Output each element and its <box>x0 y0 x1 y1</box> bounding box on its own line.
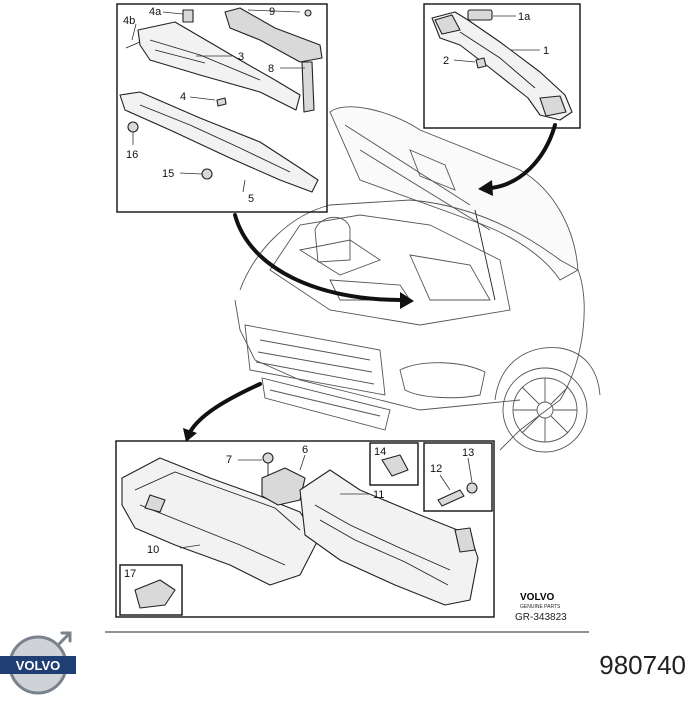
part-4-shape <box>216 97 227 107</box>
detail-box-top-left: 4b 4a 3 4 9 8 16 15 5 <box>116 3 328 213</box>
part-16-shape <box>127 121 139 133</box>
part-8-shape <box>301 61 315 113</box>
callout-16: 16 <box>126 149 138 161</box>
callout-14: 14 <box>374 446 386 458</box>
part-15-shape <box>201 168 213 180</box>
part-14-shape <box>381 454 409 477</box>
volvo-stamp: VOLVO GENUINE PARTS GR-343823 <box>515 592 567 623</box>
callout-12: 12 <box>430 463 442 475</box>
logo-text: VOLVO <box>16 658 61 673</box>
part-10-shape <box>121 457 319 586</box>
stamp-ref: GR-343823 <box>515 612 567 623</box>
part-17-shape <box>134 579 176 609</box>
callout-4: 4 <box>180 91 186 103</box>
volvo-logo: VOLVO <box>0 631 76 695</box>
part-4a-shape <box>182 9 194 23</box>
callout-7: 7 <box>226 454 232 466</box>
part-1-shape <box>431 11 573 121</box>
detail-box-bottom: 7 6 10 11 14 12 13 17 <box>115 440 495 618</box>
part-3-shape <box>137 21 301 111</box>
callout-4a: 4a <box>149 6 162 18</box>
callout-8: 8 <box>268 63 274 75</box>
callout-4b: 4b <box>123 15 135 27</box>
callout-15: 15 <box>162 168 174 180</box>
part-6-shape <box>261 467 306 506</box>
detail-box-top-right: 1a 1 2 <box>423 3 581 129</box>
part-5-shape <box>119 91 319 193</box>
callout-2: 2 <box>443 55 449 67</box>
callout-6: 6 <box>302 444 308 456</box>
stamp-brand: VOLVO <box>520 592 554 603</box>
callout-1a: 1a <box>518 11 531 23</box>
part-number: 980740 <box>599 650 686 680</box>
part-2-shape <box>475 57 487 69</box>
part-1a-shape <box>467 9 493 21</box>
callout-1: 1 <box>543 45 549 57</box>
stamp-subtitle: GENUINE PARTS <box>520 604 561 610</box>
callout-5: 5 <box>248 193 254 205</box>
part-12-shape <box>437 489 465 507</box>
part-9-shape <box>224 7 323 63</box>
part-9-clip <box>304 9 312 17</box>
callout-9: 9 <box>269 6 275 18</box>
callout-3: 3 <box>238 51 244 63</box>
car-illustration <box>234 106 601 453</box>
pointer-arrows <box>183 123 557 442</box>
callout-11: 11 <box>373 489 384 501</box>
callout-10: 10 <box>147 544 159 556</box>
callout-17: 17 <box>124 568 136 580</box>
part-7-shape <box>262 452 274 464</box>
part-11-shape <box>299 469 479 606</box>
part-13-shape <box>466 482 478 494</box>
callout-13: 13 <box>462 447 474 459</box>
